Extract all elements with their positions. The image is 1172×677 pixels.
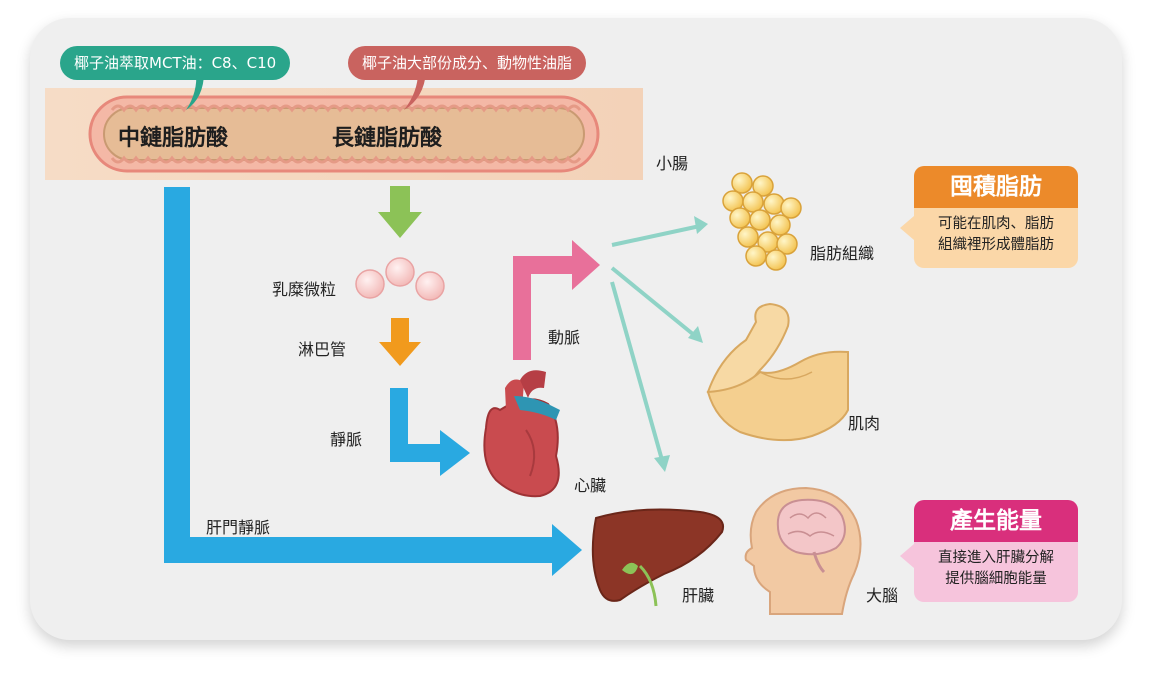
energy-line1: 直接進入肝臟分解 [938,550,1054,566]
artery-label: 動脈 [548,328,581,347]
chylomicron-label: 乳糜微粒 [272,280,337,299]
brain-head-icon [744,486,862,615]
fat-storage-body: 可能在肌肉、脂肪 組織裡形成體脂肪 [914,208,1078,268]
mct-callout-tail [186,72,204,110]
heart-label: 心臟 [574,476,607,495]
fat-storage-title: 囤積脂肪 [914,166,1078,208]
lymph-label: 淋巴管 [298,340,347,359]
green-down-arrow [378,186,422,238]
small-intestine-label: 小腸 [656,154,689,173]
portal-vein-label: 肝門靜脈 [206,518,271,537]
energy-box-pointer [900,544,914,568]
medium-chain-fatty-acid: 中鏈脂肪酸 [118,126,229,151]
muscle-arm-icon [706,302,849,442]
vein-arrow [390,388,470,476]
coconut-callout-tail [404,72,426,110]
fat-storage-line2: 組織裡形成體脂肪 [938,237,1054,253]
teal-arrows [610,216,708,472]
orange-down-arrow [379,318,421,366]
coconut-callout: 椰子油大部份成分、動物性油脂 [348,46,587,80]
fat-cells-icon [722,172,802,271]
brain-label: 大腦 [866,586,899,605]
liver-label: 肝臟 [682,586,715,605]
vein-label: 靜脈 [330,430,363,449]
long-chain-fatty-acid: 長鏈脂肪酸 [332,126,443,151]
portal-vein-arrow [164,187,582,576]
artery-arrow [513,240,600,360]
adipose-label: 脂肪組織 [810,244,875,263]
intestine-band [45,88,643,180]
muscle-label: 肌肉 [848,414,881,433]
energy-title: 產生能量 [914,500,1078,542]
energy-body: 直接進入肝臟分解 提供腦細胞能量 [914,542,1078,602]
energy-line2: 提供腦細胞能量 [945,571,1047,587]
chylomicron-icon [355,257,445,301]
fat-box-pointer [900,216,914,240]
liver-icon [591,508,724,607]
fat-storage-line1: 可能在肌肉、脂肪 [938,216,1054,232]
heart-icon [483,370,560,498]
mct-callout: 椰子油萃取MCT油：C8、C10 [60,46,291,80]
